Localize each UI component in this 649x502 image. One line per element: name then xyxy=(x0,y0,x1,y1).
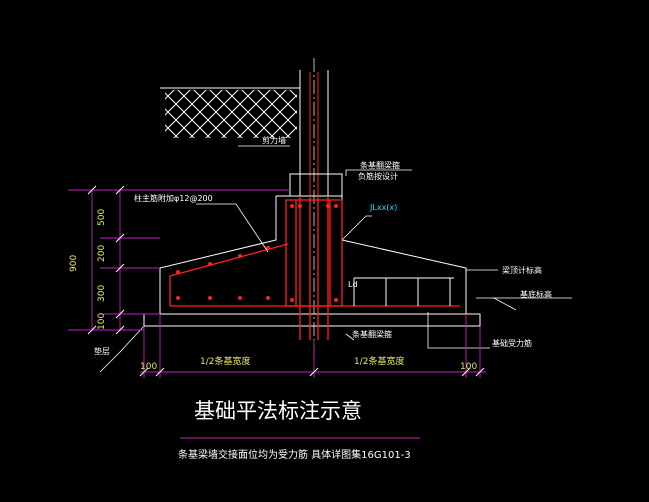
dim-200: 200 xyxy=(97,245,107,262)
dim-half-left: 1/2条基宽度 xyxy=(200,355,251,367)
wall-rebar-top xyxy=(309,72,319,196)
dim-300: 300 xyxy=(97,285,107,302)
wall-label: 剪力墙 xyxy=(262,135,286,145)
bottom-beam-label: 条基翻梁箍 xyxy=(352,329,392,339)
cushion-label: 垫层 xyxy=(94,346,110,356)
base-elev-label: 基底标高 xyxy=(520,289,552,299)
dim-half-right: 1/2条基宽度 xyxy=(354,355,405,367)
dimension-frame xyxy=(68,189,486,439)
dim-left-100: 100 xyxy=(140,362,157,372)
beam-code-label: JLxx(x) xyxy=(369,203,397,212)
leaders xyxy=(99,145,572,373)
anchorage-bars xyxy=(353,277,454,306)
dim-total: 900 xyxy=(69,255,79,272)
page-subtitle: 条基梁墙交接面位均为受力筋 具体详图集16G101-3 xyxy=(178,448,411,461)
rebar-cage xyxy=(169,196,460,340)
foundation-outline xyxy=(143,173,481,327)
dim-right-100: 100 xyxy=(460,362,477,372)
rebar-dots xyxy=(176,204,338,302)
top-rebar-label: 梁顶计标高 xyxy=(502,265,542,275)
wall xyxy=(299,70,329,196)
dim-500: 500 xyxy=(97,209,107,226)
bottom-rebar-label: 基础受力筋 xyxy=(492,338,532,348)
soil-hatch xyxy=(160,87,300,138)
top-beam-label-2: 负筋按设计 xyxy=(358,171,398,181)
top-beam-label: 条基翻梁箍 xyxy=(360,160,400,170)
ld-label: Ld xyxy=(348,280,358,289)
anchor-label: 柱主筋附加φ12@200 xyxy=(134,193,213,203)
page-title: 基础平法标注示意 xyxy=(194,399,362,423)
dimension-ticks xyxy=(87,185,485,377)
dim-100: 100 xyxy=(97,313,107,330)
